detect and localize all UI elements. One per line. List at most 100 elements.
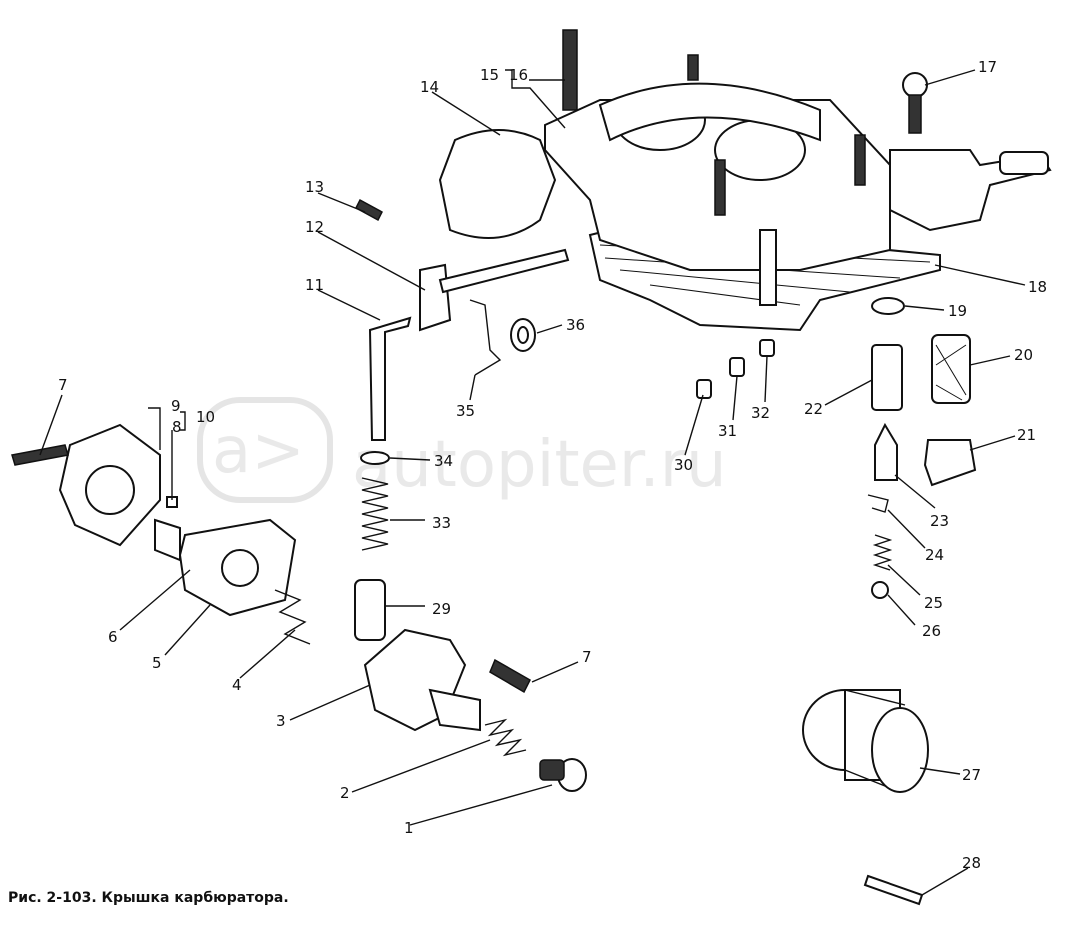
leader-24 [887, 509, 926, 549]
leader-7-right [531, 661, 579, 683]
screw-7-right [489, 658, 531, 694]
callout-16: 16 [509, 66, 528, 84]
callout-20: 20 [1014, 346, 1033, 364]
watermark: a> autopiter.ru [197, 397, 727, 503]
body-stud-left [714, 159, 726, 216]
clip-24 [867, 494, 889, 513]
callout-9: 9 [171, 397, 181, 415]
callout-8: 8 [172, 418, 182, 436]
leader-5 [164, 604, 211, 656]
callout-26: 26 [922, 622, 941, 640]
rod-11 [368, 316, 412, 441]
jet-31 [729, 357, 745, 377]
callout-7-left: 7 [58, 376, 68, 394]
leader-34 [389, 457, 431, 461]
leader-19 [904, 305, 945, 311]
callout-11: 11 [305, 276, 324, 294]
shaft-12 [419, 248, 570, 332]
fuel-inlet-pipe [999, 151, 1049, 175]
leader-12 [317, 231, 426, 291]
leader-18 [934, 264, 1026, 286]
screw-13-shape [355, 198, 383, 222]
stud-16 [562, 29, 578, 111]
washer-34 [360, 451, 390, 465]
callout-10: 10 [196, 408, 215, 426]
callout-31: 31 [718, 422, 737, 440]
air-horn-rim [598, 82, 821, 142]
pin-28 [863, 874, 924, 906]
leader-15 [505, 69, 566, 129]
callout-19: 19 [948, 302, 967, 320]
leader-1 [409, 784, 553, 826]
leader-9 [148, 407, 161, 450]
leader-32 [764, 355, 768, 403]
filter-20-mesh [935, 344, 967, 401]
callout-22: 22 [804, 400, 823, 418]
callout-5: 5 [152, 654, 162, 672]
callout-3: 3 [276, 712, 286, 730]
clip-24-shape [867, 494, 889, 513]
pump-housing-3-nozzle [428, 688, 481, 732]
shaft-12-rod [438, 248, 570, 294]
figure-caption: Рис. 2-103. Крышка карбюратора. [8, 890, 289, 906]
screw-17-head [902, 72, 928, 98]
leader-25 [887, 564, 921, 596]
leader-17 [924, 69, 976, 86]
callout-23: 23 [930, 512, 949, 530]
leader-4 [239, 629, 296, 679]
callout-2: 2 [340, 784, 350, 802]
leader-14 [431, 91, 501, 136]
washer-36 [510, 318, 536, 352]
leader-22 [824, 379, 873, 406]
leader-3 [289, 684, 371, 721]
piston-29 [354, 579, 386, 641]
diaphragm-5-center [221, 549, 259, 587]
washer-19-shape [871, 297, 905, 315]
needle-seat-22-shape [871, 344, 903, 411]
callout-34: 34 [434, 452, 453, 470]
callout-27: 27 [962, 766, 981, 784]
spring-25 [872, 534, 893, 571]
dust-cover-14-shape [438, 129, 557, 239]
callout-36: 36 [566, 316, 585, 334]
solenoid-27 [802, 689, 929, 793]
spring-33 [361, 477, 389, 551]
economizer-parts [354, 451, 390, 641]
leader-36 [536, 324, 563, 334]
leader-28 [921, 867, 969, 896]
spring-25-shape [872, 534, 893, 571]
callout-1: 1 [404, 819, 414, 837]
leader-23 [894, 474, 936, 509]
leader-31 [732, 375, 738, 421]
diaphragm-group [154, 518, 297, 617]
body-stud-top [687, 54, 699, 81]
leader-11 [317, 289, 381, 321]
leader-30 [684, 394, 704, 456]
screw-1 [539, 758, 587, 792]
leader-6 [119, 569, 191, 631]
lever-12-shape [419, 263, 452, 332]
screw-17-thread [908, 94, 922, 134]
spring-2 [484, 718, 527, 757]
leader-2 [351, 739, 491, 793]
callout-21: 21 [1017, 426, 1036, 444]
leader-13 [317, 192, 366, 213]
screw-17 [902, 72, 928, 134]
jet-30 [696, 379, 712, 399]
callout-32: 32 [751, 404, 770, 422]
rod-6 [154, 518, 181, 562]
screw-13 [355, 198, 383, 222]
pump-cover-group [11, 423, 178, 547]
pump-housing-3 [363, 628, 481, 732]
washer-36-hole [517, 326, 529, 344]
leader-26 [887, 594, 916, 626]
filter-20 [931, 334, 971, 404]
carburetor-cover-body [544, 54, 1052, 332]
washer-19 [871, 297, 905, 315]
link-35 [469, 299, 502, 376]
body-bracket [759, 229, 777, 306]
callout-4: 4 [232, 676, 242, 694]
callout-7-right: 7 [582, 648, 592, 666]
needle-valve-seat-22 [871, 344, 903, 411]
